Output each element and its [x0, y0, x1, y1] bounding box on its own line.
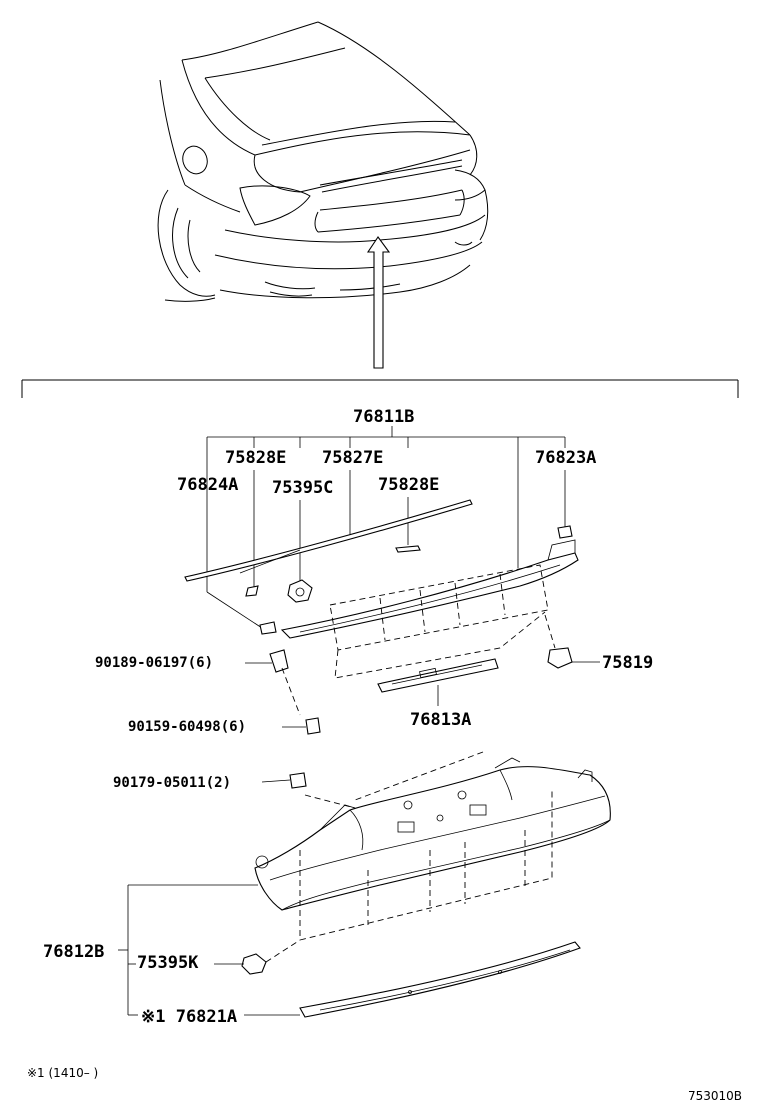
label-76821A[interactable]: ※1 76821A	[141, 1007, 237, 1027]
label-90179-05011[interactable]: 90179-05011(2)	[113, 775, 231, 791]
label-76813A[interactable]: 76813A	[410, 710, 471, 730]
garnish-76811B	[280, 552, 579, 639]
label-75395C[interactable]: 75395C	[272, 478, 333, 498]
retainer-75395C	[287, 579, 313, 603]
label-75828E-upper[interactable]: 75828E	[225, 448, 286, 468]
lamp-76813A	[377, 658, 499, 693]
label-76811B[interactable]: 76811B	[353, 407, 414, 427]
location-arrow	[366, 236, 391, 369]
label-75395K[interactable]: 75395K	[137, 953, 199, 973]
diagram-code: 753010B	[688, 1089, 742, 1103]
clip-76824A	[259, 621, 277, 635]
leader-lines-upper	[206, 426, 600, 728]
label-76824A[interactable]: 76824A	[177, 475, 238, 495]
label-90189-06197[interactable]: 90189-06197(6)	[95, 655, 213, 671]
label-75827E[interactable]: 75827E	[322, 448, 383, 468]
car-rear-illustration	[157, 21, 489, 302]
clip-76823A	[557, 525, 573, 539]
clip-75828E-right	[395, 545, 421, 553]
label-76812B[interactable]: 76812B	[43, 942, 104, 962]
label-75828E-lower[interactable]: 75828E	[378, 475, 439, 495]
footnote: ※1 (1410– )	[27, 1066, 98, 1080]
section-bracket	[21, 379, 739, 398]
label-76823A[interactable]: 76823A	[535, 448, 596, 468]
nut-90179-05011	[289, 772, 307, 789]
protector-strip-76821A	[299, 941, 581, 1018]
bumper-group	[118, 751, 611, 1018]
moulding-strip-75827E	[184, 499, 473, 582]
clip-75819	[547, 647, 573, 669]
clip-75828E-left	[245, 585, 259, 597]
trunk-garnish-group	[184, 499, 579, 735]
label-90159-60498[interactable]: 90159-60498(6)	[128, 719, 246, 735]
screw-90159-60498	[305, 717, 321, 735]
retainer-75395K	[241, 953, 267, 975]
clip-90189-06197	[269, 649, 289, 673]
label-75819[interactable]: 75819	[602, 653, 653, 673]
